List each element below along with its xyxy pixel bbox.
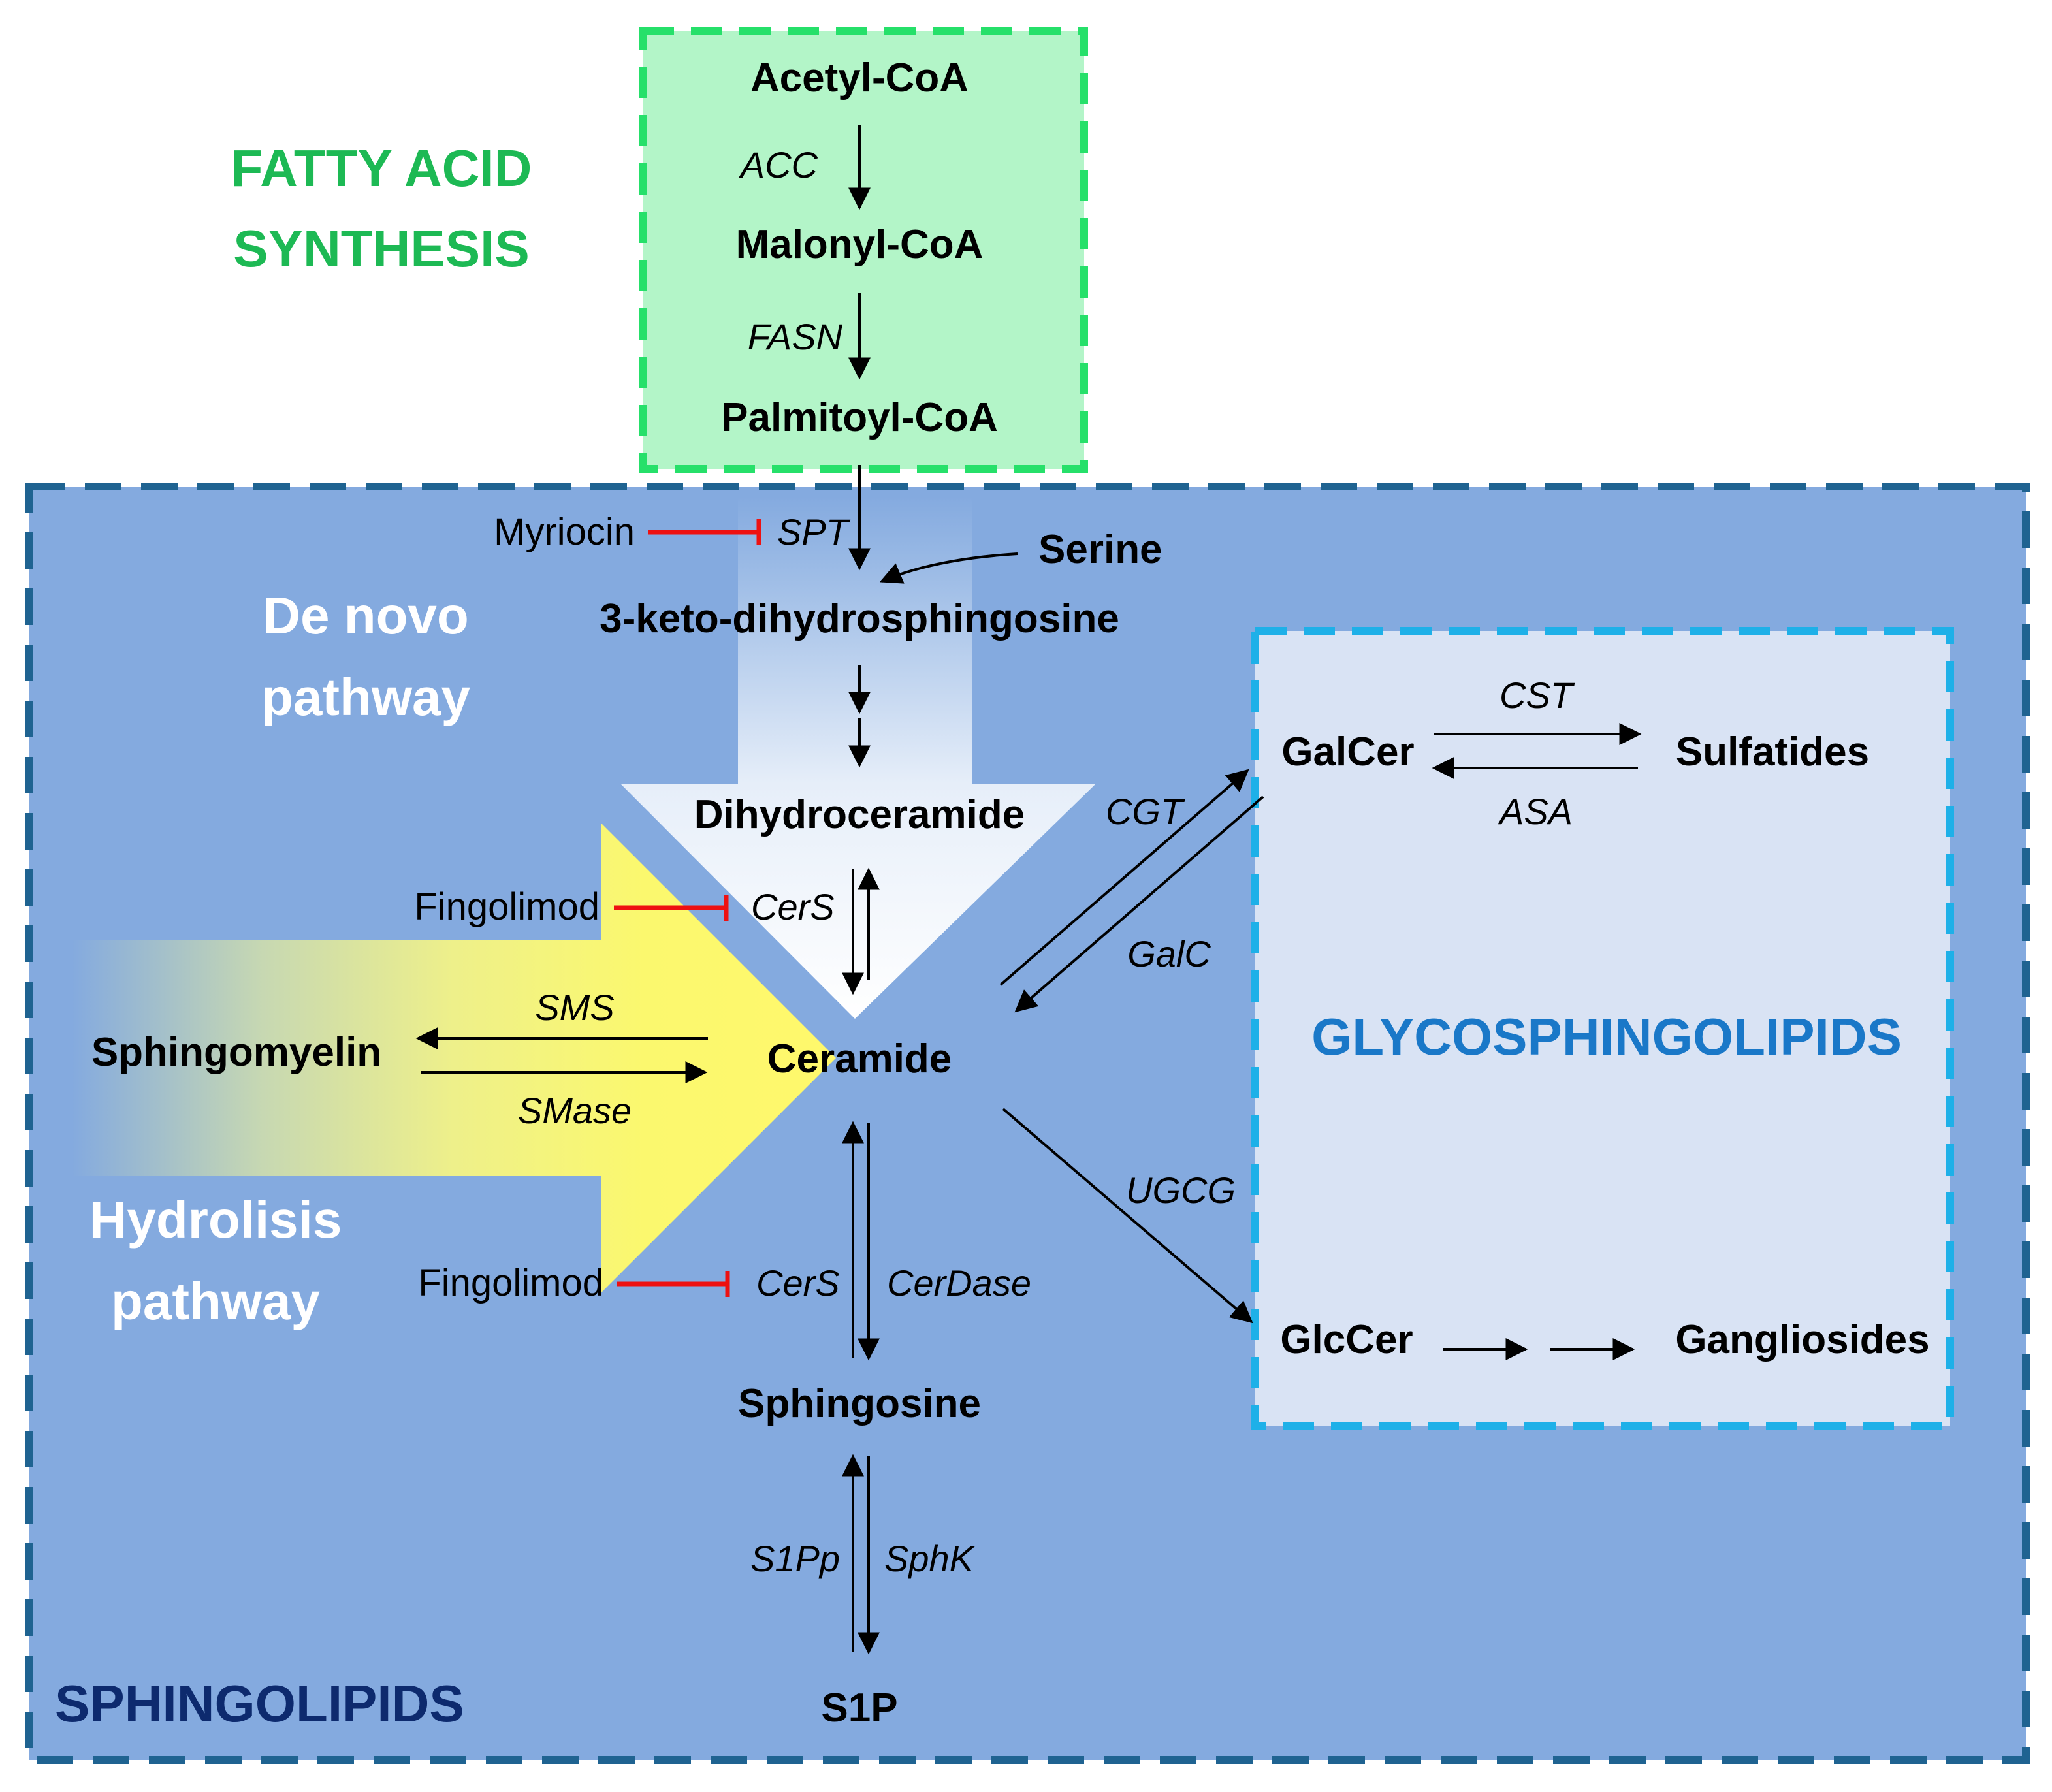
sphk-enzyme: SphK: [884, 1538, 976, 1579]
ceramide: Ceramide: [767, 1036, 952, 1081]
spt-enzyme: SPT: [777, 511, 851, 552]
cgt-arrow: [999, 769, 1249, 986]
galcer: GalCer: [1281, 729, 1414, 775]
sphingosine: Sphingosine: [738, 1381, 981, 1426]
s1pp-enzyme: S1Pp: [750, 1538, 840, 1579]
sms-enzyme: SMS: [535, 987, 614, 1028]
ugcg-arrow: [1002, 1108, 1253, 1324]
fasn-enzyme: FASN: [748, 316, 843, 357]
glccer: GlcCer: [1280, 1317, 1413, 1362]
hydrolysis-label-line1: Hydrolisis: [89, 1191, 342, 1249]
3-keto-dihydrosphingosine: 3-keto-dihydrosphingosine: [600, 596, 1119, 641]
cst-enzyme: CST: [1499, 675, 1575, 716]
fatty-acid-box: [639, 27, 1088, 473]
cers-top-enzyme: CerS: [751, 886, 835, 927]
palmitoyl-coa: Palmitoyl-CoA: [721, 395, 998, 440]
fatty-acid-title-line1: FATTY ACID: [231, 139, 532, 197]
serine: Serine: [1038, 527, 1162, 572]
gangliosides: Gangliosides: [1675, 1317, 1929, 1362]
fingolimod-bottom-label: Fingolimod: [418, 1262, 603, 1304]
myriocin-label: Myriocin: [494, 511, 635, 553]
asa-enzyme: ASA: [1498, 791, 1573, 832]
fingolimod-top-label: Fingolimod: [414, 886, 600, 928]
galc-enzyme: GalC: [1127, 933, 1211, 974]
s1p: S1P: [821, 1686, 897, 1731]
smase-enzyme: SMase: [518, 1090, 632, 1131]
glycosphingolipids-title: GLYCOSPHINGOLIPIDS: [1311, 1008, 1902, 1066]
glycosphingolipids-box: [1251, 627, 1954, 1430]
cerdase-enzyme: CerDase: [887, 1262, 1031, 1304]
dihydroceramide: Dihydroceramide: [694, 792, 1025, 837]
de-novo-label-line1: De novo: [263, 586, 469, 645]
serine-arrow: [879, 552, 1018, 584]
acc-enzyme: ACC: [739, 144, 818, 185]
malonyl-coa: Malonyl-CoA: [736, 222, 984, 267]
fatty-acid-title-line2: SYNTHESIS: [233, 219, 529, 278]
hydrolysis-pathway-arrow: [72, 823, 836, 1293]
sphingomyelin: Sphingomyelin: [91, 1030, 381, 1075]
acetyl-coa: Acetyl-CoA: [750, 56, 969, 101]
sulfatides: Sulfatides: [1676, 729, 1869, 775]
ugcg-enzyme: UGCG: [1126, 1170, 1236, 1211]
galc-arrow: [1014, 795, 1264, 1013]
cgt-enzyme: CGT: [1106, 791, 1185, 832]
sphingolipids-title: SPHINGOLIPIDS: [55, 1674, 464, 1733]
hydrolysis-label-line2: pathway: [111, 1272, 321, 1330]
cers-bottom-enzyme: CerS: [756, 1262, 840, 1304]
de-novo-label-line2: pathway: [261, 668, 471, 726]
